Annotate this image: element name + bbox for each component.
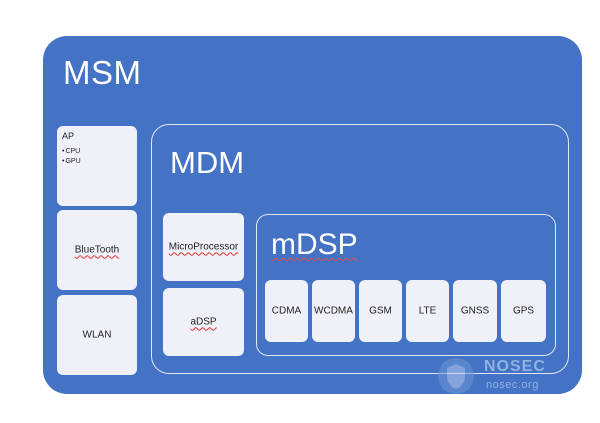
bluetooth-text: BlueTooth (74, 244, 120, 256)
watermark-shield-icon (438, 358, 474, 394)
ap-block: AP CPU GPU (57, 126, 137, 206)
adsp-block: aDSP (163, 288, 244, 356)
adsp-label: aDSP (163, 317, 244, 328)
module-label: GNSS (460, 305, 490, 317)
ap-title: AP (62, 131, 75, 141)
bluetooth-label: BlueTooth (57, 245, 137, 256)
module-wcdma: WCDMA (312, 280, 355, 342)
mdm-title: MDM (170, 145, 245, 180)
module-gnss: GNSS (453, 280, 497, 342)
wlan-label: WLAN (82, 329, 112, 341)
bluetooth-block: BlueTooth (57, 210, 137, 290)
module-label: CDMA (271, 305, 302, 317)
module-label: LTE (418, 305, 437, 317)
ap-list: CPU GPU (62, 147, 81, 167)
microprocessor-text: MicroProcessor (168, 241, 239, 253)
microprocessor-block: MicroProcessor (163, 213, 244, 281)
mdsp-title: mDSP (271, 228, 358, 262)
module-label: GPS (512, 305, 535, 317)
module-cdma: CDMA (265, 280, 308, 342)
mdsp-title-text: mDSP (271, 228, 358, 261)
watermark-site: nosec.org (486, 379, 539, 391)
ap-item-cpu: CPU (62, 147, 81, 157)
module-label: WCDMA (314, 305, 353, 317)
module-lte: LTE (406, 280, 449, 342)
wlan-block: WLAN (57, 295, 137, 375)
adsp-text: aDSP (190, 316, 217, 328)
module-gsm: GSM (359, 280, 402, 342)
ap-item-gpu: GPU (62, 157, 80, 167)
module-gps: GPS (501, 280, 546, 342)
mdm-frame (151, 124, 569, 374)
microprocessor-label: MicroProcessor (163, 242, 244, 253)
watermark-name: NOSEC (484, 358, 546, 375)
mdsp-frame (256, 214, 556, 356)
msm-title: MSM (63, 54, 142, 91)
module-label: GSM (369, 305, 392, 317)
